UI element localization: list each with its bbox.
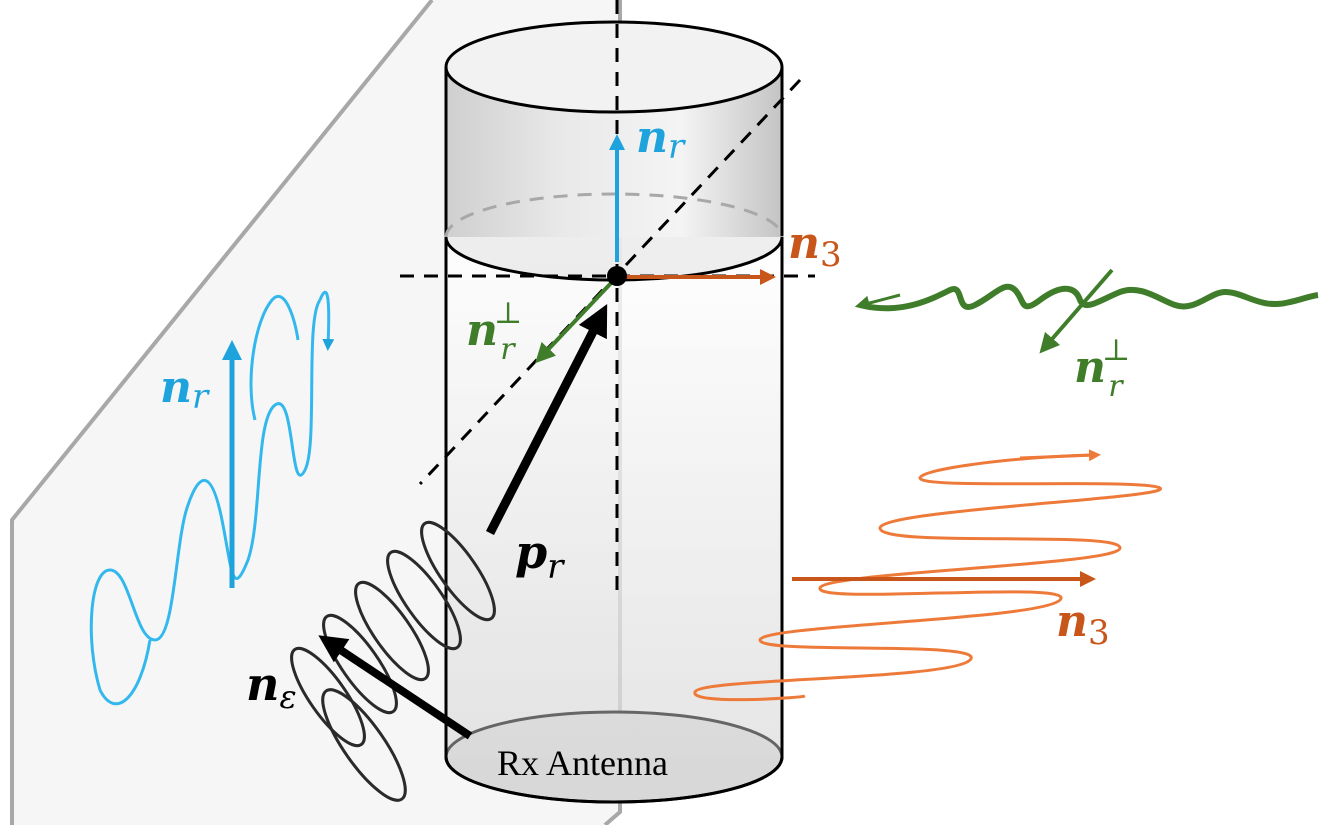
- label-n-eps: nε: [246, 657, 297, 716]
- label-nr-perp-center-sup: ⊥: [494, 296, 522, 331]
- nr-perp-arrow-center: [535, 279, 615, 364]
- plane-edge-left: [10, 0, 434, 825]
- label-nr-top-base: n: [636, 112, 668, 163]
- label-pr-sub: r: [547, 547, 565, 587]
- label-nr-left-base: n: [160, 362, 192, 413]
- label-n3-top: n3: [788, 218, 842, 275]
- label-n3-top-sub: 3: [820, 235, 842, 275]
- label-nr-perp-center: n⊥r: [466, 296, 522, 367]
- label-nr-top: nr: [636, 112, 686, 167]
- label-nr-top-sub: r: [668, 127, 686, 167]
- circular-polarized-wave: [693, 449, 1162, 702]
- label-nr-perp-right-base: n: [1074, 342, 1106, 393]
- label-nr-perp-right-sup: ⊥: [1102, 333, 1130, 368]
- elliptical-polarized-wave: [290, 520, 496, 802]
- pr-arrow: [485, 303, 608, 536]
- label-nr-perp-right-sub: r: [1108, 369, 1124, 404]
- origin-point: [607, 266, 627, 286]
- nr-perp-arrow-right: [1039, 268, 1114, 354]
- horizontal-polarized-wave-green: [859, 283, 1319, 312]
- label-pr-base: p: [515, 525, 547, 579]
- label-nr-left-sub: r: [192, 377, 210, 417]
- cross-section-back: [444, 192, 784, 238]
- label-n3-top-base: n: [788, 218, 820, 269]
- label-n3-right-sub: 3: [1088, 613, 1110, 653]
- label-nr-left: nr: [160, 362, 210, 417]
- label-nr-perp-center-sub: r: [500, 332, 516, 367]
- label-n3-right-base: n: [1056, 596, 1088, 647]
- label-pr: pr: [515, 525, 565, 587]
- label-nr-perp-right: n⊥r: [1074, 333, 1130, 404]
- cylinder-top-cap: [444, 20, 784, 114]
- n-eps-arrow: [318, 635, 473, 740]
- label-n-eps-sub: ε: [279, 678, 296, 716]
- label-n3-right: n3: [1056, 596, 1110, 653]
- label-rx-antenna: Rx Antenna: [497, 743, 668, 783]
- vertical-polarized-wave: [89, 299, 322, 691]
- label-n-eps-base: n: [246, 657, 279, 711]
- label-nr-perp-center-base: n: [466, 305, 498, 356]
